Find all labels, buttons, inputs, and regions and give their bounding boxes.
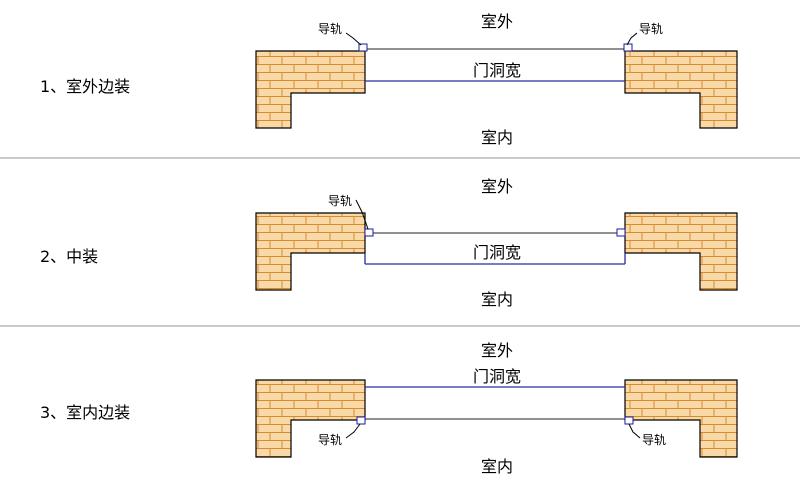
section-1-left-rail-label: 导轨 bbox=[318, 22, 342, 36]
section-3-right-leader bbox=[628, 423, 641, 439]
section-1-right-leader bbox=[626, 32, 638, 46]
section-2-left-rail bbox=[364, 228, 374, 237]
section-3-left-rail bbox=[356, 416, 366, 425]
section-1-left-wall bbox=[255, 50, 366, 129]
section-3-opening-width-label: 门洞宽 bbox=[473, 367, 521, 386]
section-2-indoor-label: 室内 bbox=[481, 290, 513, 309]
section-2-right-rail bbox=[616, 228, 626, 237]
section-2-outdoor-label: 室外 bbox=[481, 177, 513, 196]
section-1: 1、室外边装 室外 室内 门洞宽 导轨 导轨 bbox=[40, 12, 738, 147]
section-1-indoor-label: 室内 bbox=[481, 128, 513, 147]
section-2-opening-width-label: 门洞宽 bbox=[473, 243, 521, 262]
section-3-left-leader bbox=[345, 423, 361, 439]
section-3-right-rail-label: 导轨 bbox=[642, 433, 666, 447]
section-3-indoor-label: 室内 bbox=[481, 457, 513, 476]
section-1-label: 1、室外边装 bbox=[40, 77, 130, 96]
section-2: 2、中装 室外 室内 门洞宽 导轨 bbox=[40, 177, 738, 309]
section-3-right-rail bbox=[624, 416, 634, 425]
section-3-left-rail-label: 导轨 bbox=[318, 433, 342, 447]
section-1-opening-width-label: 门洞宽 bbox=[473, 61, 521, 80]
section-2-right-wall bbox=[624, 212, 738, 291]
section-1-left-rail bbox=[358, 43, 368, 52]
section-3: 3、室内边装 室外 室内 门洞宽 导轨 导轨 bbox=[40, 341, 738, 476]
section-1-outdoor-label: 室外 bbox=[481, 12, 513, 31]
section-1-right-wall bbox=[624, 50, 738, 129]
section-2-left-rail-label: 导轨 bbox=[328, 194, 352, 208]
section-2-left-leader bbox=[355, 199, 369, 230]
section-2-label: 2、中装 bbox=[40, 247, 98, 266]
section-1-right-rail-label: 导轨 bbox=[639, 22, 663, 36]
section-3-label: 3、室内边装 bbox=[40, 403, 130, 422]
section-1-right-rail bbox=[623, 43, 633, 52]
section-3-left-wall bbox=[255, 379, 366, 458]
section-3-outdoor-label: 室外 bbox=[481, 341, 513, 360]
section-1-left-leader bbox=[345, 32, 362, 46]
section-2-left-wall bbox=[255, 212, 366, 291]
